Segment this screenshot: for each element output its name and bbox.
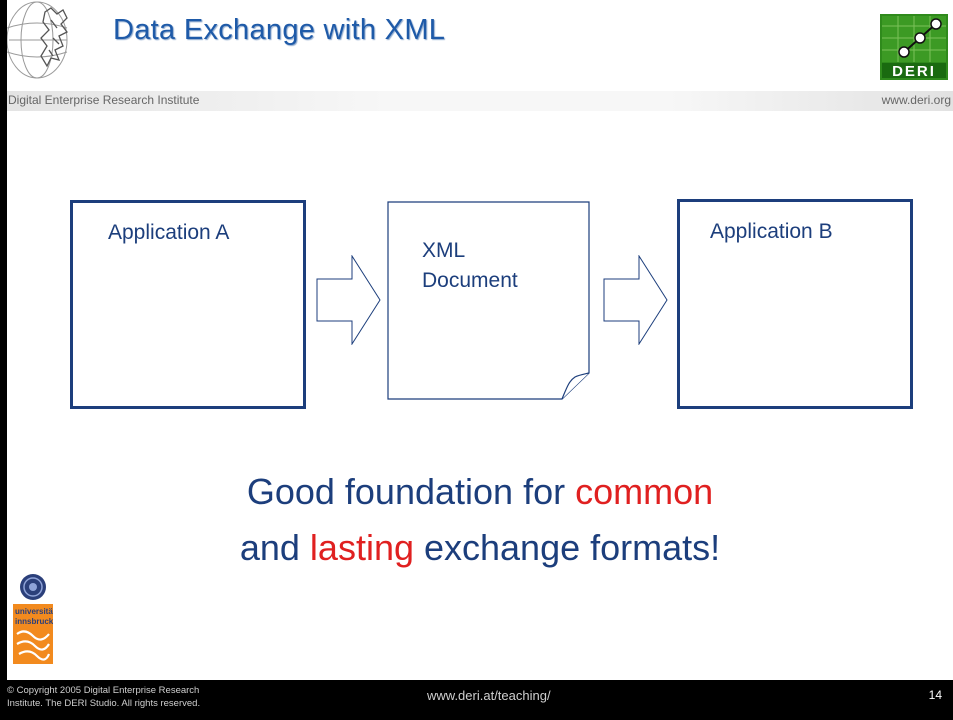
slide: Data Exchange with XML DERI Digital Ente…	[7, 0, 953, 720]
tagline-text-2: and	[239, 527, 310, 568]
copyright-line1: © Copyright 2005 Digital Enterprise Rese…	[7, 685, 200, 696]
tagline-highlight-lasting: lasting	[309, 527, 414, 568]
application-a-box: Application A	[70, 200, 306, 409]
application-b-label: Application B	[710, 220, 833, 243]
svg-text:innsbruck: innsbruck	[15, 617, 53, 626]
application-b-box: Application B	[677, 199, 913, 409]
subtitle-bar: Digital Enterprise Research Institute ww…	[7, 91, 953, 111]
uibk-logo: universität innsbruck	[13, 574, 53, 664]
xml-document-line2: Document	[422, 269, 518, 292]
institute-name: Digital Enterprise Research Institute	[8, 93, 200, 107]
right-arrow-icon-2	[603, 255, 668, 345]
page-number: 14	[928, 688, 942, 702]
teaching-url: www.deri.at/teaching/	[427, 688, 551, 703]
globe-sketch-logo	[7, 1, 68, 79]
deri-logo: DERI	[880, 14, 948, 80]
right-arrow-icon	[316, 255, 381, 345]
tagline-highlight-common: common	[575, 471, 714, 512]
tagline-line2: and lasting exchange formats!	[7, 525, 953, 571]
svg-text:universität: universität	[15, 607, 53, 616]
page-title: Data Exchange with XML	[113, 14, 446, 46]
tagline-text-3: exchange formats!	[413, 527, 721, 568]
footer: © Copyright 2005 Digital Enterprise Rese…	[7, 680, 953, 720]
tagline-text: Good foundation for	[246, 471, 576, 512]
svg-text:DERI: DERI	[892, 63, 936, 80]
xml-document-shape	[387, 201, 590, 400]
copyright-line2: Institute. The DERI Studio. All rights r…	[7, 698, 201, 709]
website-url: www.deri.org	[881, 93, 951, 107]
xml-document-line1: XML	[422, 239, 466, 262]
copyright-notice: © Copyright 2005 Digital Enterprise Rese…	[7, 684, 267, 710]
xml-document-label: XML Document	[422, 236, 518, 296]
application-a-label: Application A	[108, 221, 230, 244]
tagline-line1: Good foundation for common	[7, 469, 953, 515]
